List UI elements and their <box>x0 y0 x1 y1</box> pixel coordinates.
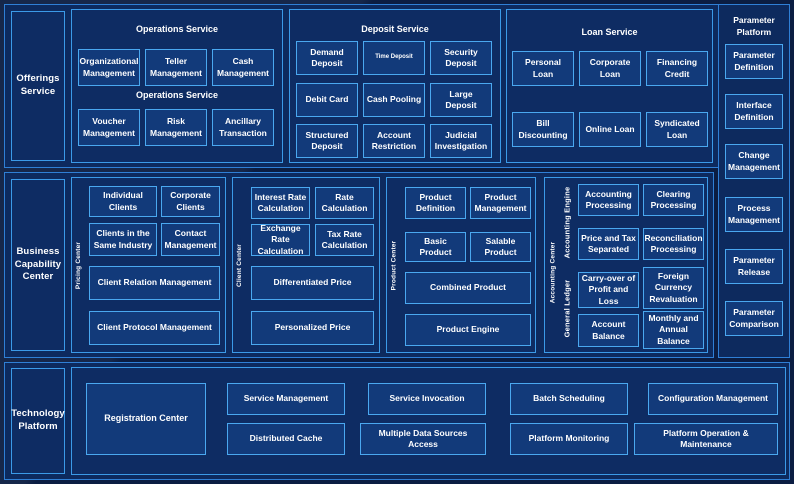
card-monthly-and-annual-balance[interactable]: Monthly and Annual Balance <box>643 311 704 349</box>
card-product-engine[interactable]: Product Engine <box>405 314 531 346</box>
card-large-deposit[interactable]: Large Deposit <box>430 83 492 117</box>
parameter-platform-title: Parameter Platform <box>719 14 789 39</box>
card-reconciliation-processing[interactable]: Reconciliation Processing <box>643 228 704 260</box>
card-configuration-management[interactable]: Configuration Management <box>648 383 778 415</box>
card-differentiated-price[interactable]: Differentiated Price <box>251 266 374 300</box>
card-risk-management[interactable]: Risk Management <box>145 109 207 146</box>
card-organizational-management[interactable]: Organizational Management <box>78 49 140 86</box>
card-tax-rate-calculation[interactable]: Tax Rate Calculation <box>315 224 374 256</box>
card-product-definition[interactable]: Product Definition <box>405 187 466 219</box>
vlabel-accounting-engine: Accounting Engine <box>560 182 574 262</box>
card-ancillary-transaction[interactable]: Ancillary Transaction <box>212 109 274 146</box>
card-interface-definition[interactable]: Interface Definition <box>725 94 783 129</box>
vlabel-text: General Ledger <box>562 279 572 337</box>
row-label-business-capability-center: Business Capability Center <box>11 179 65 351</box>
card-exchange-rate-calculation[interactable]: Exchange Rate Calculation <box>251 223 310 256</box>
card-personal-loan[interactable]: Personal Loan <box>512 51 574 86</box>
vlabel-text: Product Center <box>390 240 398 290</box>
card-clearing-processing[interactable]: Clearing Processing <box>643 184 704 216</box>
card-client-relation-management[interactable]: Client Relation Management <box>89 266 220 300</box>
group-subtitle-operations-service: Operations Service <box>135 90 219 100</box>
card-syndicated-loan[interactable]: Syndicated Loan <box>646 112 708 147</box>
card-service-management[interactable]: Service Management <box>227 383 345 415</box>
group-title-operations-service: Operations Service <box>135 24 219 34</box>
card-multiple-data-sources-access[interactable]: Multiple Data Sources Access <box>360 423 486 455</box>
vlabel-accounting-center: Accounting Center <box>546 232 560 312</box>
parameter-platform-title-line1: Parameter <box>733 15 775 25</box>
vlabel-text: Accounting Center <box>549 241 557 303</box>
card-combined-product[interactable]: Combined Product <box>405 272 531 304</box>
card-process-management[interactable]: Process Management <box>725 197 783 232</box>
row-label-line: Business <box>16 245 60 257</box>
card-platform-operation-maintenance[interactable]: Platform Operation & Maintenance <box>634 423 778 455</box>
card-financing-credit[interactable]: Financing Credit <box>646 51 708 86</box>
vlabel-client-center: Client Center <box>233 230 247 300</box>
card-salable-product[interactable]: Salable Product <box>470 232 531 262</box>
group-title-deposit-service: Deposit Service <box>361 24 429 34</box>
row-label-line: Technology <box>11 408 65 420</box>
card-interest-rate-calculation[interactable]: Interest Rate Calculation <box>251 187 310 219</box>
row-label-line: Center <box>22 271 54 283</box>
card-basic-product[interactable]: Basic Product <box>405 232 466 262</box>
card-accounting-processing[interactable]: Accounting Processing <box>578 184 639 216</box>
row-label-offerings-service: Offerings Service <box>11 11 65 161</box>
card-personalized-price[interactable]: Personalized Price <box>251 311 374 345</box>
row-label-line: Capability <box>14 258 62 270</box>
vlabel-text: Client Center <box>236 243 244 287</box>
card-corporate-clients[interactable]: Corporate Clients <box>161 186 220 217</box>
card-security-deposit[interactable]: Security Deposit <box>430 41 492 75</box>
card-platform-monitoring[interactable]: Platform Monitoring <box>510 423 628 455</box>
card-registration-center[interactable]: Registration Center <box>86 383 206 455</box>
card-account-restriction[interactable]: Account Restriction <box>363 124 425 158</box>
row-label-technology-platform: Technology Platform <box>11 368 65 474</box>
card-contact-management[interactable]: Contact Management <box>161 223 220 256</box>
card-demand-deposit[interactable]: Demand Deposit <box>296 41 358 75</box>
card-distributed-cache[interactable]: Distributed Cache <box>227 423 345 455</box>
card-batch-scheduling[interactable]: Batch Scheduling <box>510 383 628 415</box>
card-debit-card[interactable]: Debit Card <box>296 83 358 117</box>
card-product-management[interactable]: Product Management <box>470 187 531 219</box>
card-individual-clients[interactable]: Individual Clients <box>89 186 157 217</box>
card-teller-management[interactable]: Teller Management <box>145 49 207 86</box>
vlabel-text: Pricing Center <box>75 241 83 289</box>
vlabel-pricing-center: Pricing Center <box>72 230 86 300</box>
card-cash-management[interactable]: Cash Management <box>212 49 274 86</box>
card-foreign-currency-revaluation[interactable]: Foreign Currency Revaluation <box>643 267 704 309</box>
row-label-line: Platform <box>18 421 58 432</box>
card-bill-discounting[interactable]: Bill Discounting <box>512 112 574 147</box>
card-change-management[interactable]: Change Management <box>725 144 783 179</box>
vlabel-text: Accounting Engine <box>562 186 572 258</box>
card-parameter-release[interactable]: Parameter Release <box>725 249 783 284</box>
card-voucher-management[interactable]: Voucher Management <box>78 109 140 146</box>
card-structured-deposit[interactable]: Structured Deposit <box>296 124 358 158</box>
card-judicial-investigation[interactable]: Judicial Investigation <box>430 124 492 158</box>
card-parameter-definition[interactable]: Parameter Definition <box>725 44 783 79</box>
row-label-line: Service <box>20 86 56 97</box>
card-client-protocol-management[interactable]: Client Protocol Management <box>89 311 220 345</box>
card-service-invocation[interactable]: Service Invocation <box>368 383 486 415</box>
card-parameter-comparison[interactable]: Parameter Comparison <box>725 301 783 336</box>
card-online-loan[interactable]: Online Loan <box>579 112 641 147</box>
card-time-deposit[interactable]: Time Deposit <box>363 41 425 75</box>
card-clients-in-the-same-industry[interactable]: Clients in the Same Industry <box>89 223 157 256</box>
row-label-line: Offerings <box>16 73 60 85</box>
card-carry-over-of-profit-and-loss[interactable]: Carry-over of Profit and Loss <box>578 272 639 308</box>
card-cash-pooling[interactable]: Cash Pooling <box>363 83 425 117</box>
vlabel-general-ledger: General Ledger <box>560 268 574 348</box>
parameter-platform-title-line2: Platform <box>736 27 772 38</box>
card-rate-calculation[interactable]: Rate Calculation <box>315 187 374 219</box>
vlabel-product-center: Product Center <box>387 230 401 300</box>
card-corporate-loan[interactable]: Corporate Loan <box>579 51 641 86</box>
card-account-balance[interactable]: Account Balance <box>578 314 639 347</box>
card-price-and-tax-separated[interactable]: Price and Tax Separated <box>578 228 639 260</box>
group-title-loan-service: Loan Service <box>581 27 638 37</box>
